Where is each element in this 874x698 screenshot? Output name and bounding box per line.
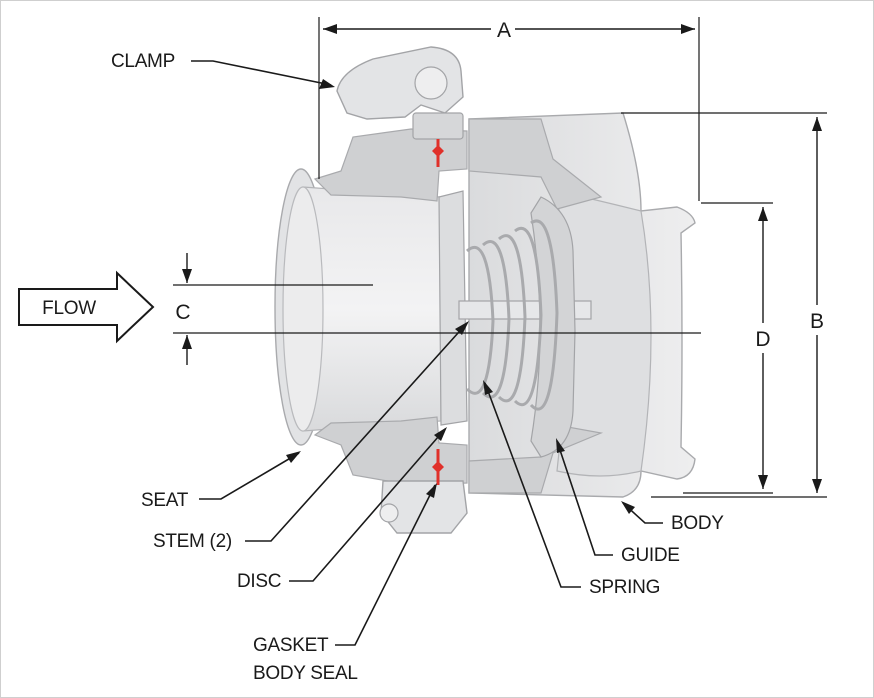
- gasket-top: [432, 139, 444, 167]
- body-cut-face-bottom: [468, 424, 604, 494]
- seat-bore-opening: [282, 186, 324, 432]
- body-label: BODY: [671, 513, 724, 534]
- dimension-b: B: [621, 112, 827, 498]
- callout-body: BODY: [621, 501, 725, 534]
- dimension-a-label: A: [497, 19, 511, 42]
- clamp-band-top: [412, 112, 464, 140]
- callout-seat: SEAT: [141, 451, 301, 511]
- callout-clamp: CLAMP: [111, 51, 335, 89]
- clamp-bolt: [379, 503, 399, 523]
- callout-disc: DISC: [237, 427, 447, 592]
- clamp-top: [336, 46, 464, 120]
- seat-label: SEAT: [141, 490, 189, 511]
- callout-stem: STEM (2): [153, 321, 469, 552]
- clamp-label: CLAMP: [111, 51, 175, 72]
- dimension-c: C: [173, 253, 701, 365]
- seat-cut-bottom: [313, 416, 468, 486]
- seat-cut-top: [313, 128, 468, 202]
- gasket-bottom: [432, 449, 444, 485]
- body-seal-label: BODY SEAL: [253, 663, 358, 684]
- flow-label: FLOW: [42, 298, 96, 319]
- dimension-d: D: [683, 202, 773, 494]
- callout-spring: SPRING: [483, 380, 660, 598]
- dimension-d-label: D: [755, 328, 770, 351]
- body-cut-face-top: [468, 118, 603, 210]
- guide-label: GUIDE: [621, 545, 680, 566]
- callout-guide: GUIDE: [556, 438, 680, 566]
- dimension-c-label: C: [175, 301, 190, 324]
- clamp-hinge-pin: [414, 66, 448, 100]
- valve-body-illustration: [274, 46, 696, 534]
- disc: [438, 190, 468, 426]
- spring-label: SPRING: [589, 577, 660, 598]
- spring: [465, 219, 559, 411]
- dimension-b-label: B: [810, 310, 824, 333]
- stem-label: STEM (2): [153, 531, 232, 552]
- gasket-label: GASKET: [253, 635, 329, 656]
- disc-label: DISC: [237, 571, 281, 592]
- flow-arrow: FLOW: [18, 270, 155, 344]
- callout-gasket-body-seal: GASKET BODY SEAL: [253, 483, 437, 684]
- dimension-a: A: [318, 17, 700, 201]
